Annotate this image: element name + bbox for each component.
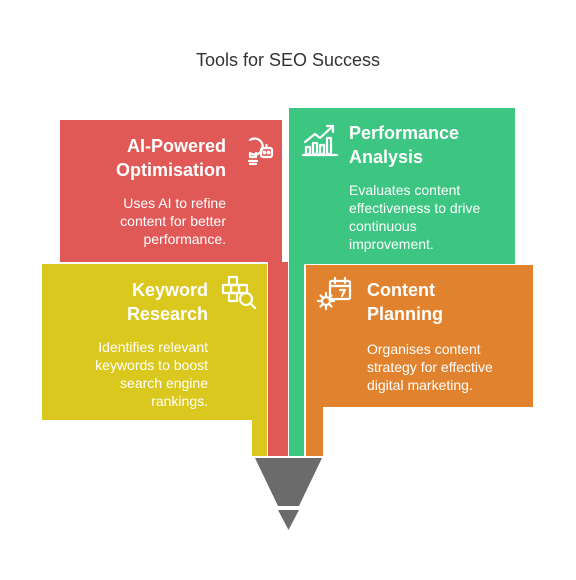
content-panel-shape bbox=[306, 265, 533, 456]
content-heading-line1: Content bbox=[367, 280, 435, 300]
performance-analysis-card: Performance Analysis Evaluates content e… bbox=[289, 108, 515, 264]
keyword-heading-line1: Keyword bbox=[131, 280, 208, 300]
keyword-research-card: Keyword Research Identifies relevant key… bbox=[42, 264, 267, 420]
keyword-description: Identifies relevant keywords to boost se… bbox=[42, 338, 208, 410]
keyword-heading-line2: Research bbox=[126, 304, 208, 324]
keyword-desc-line1: Identifies relevant bbox=[98, 339, 208, 355]
content-desc-line1: Organises content bbox=[367, 341, 481, 357]
ai-desc-line2: content for better bbox=[120, 213, 226, 229]
performance-desc-line3: continuous bbox=[349, 218, 417, 234]
performance-heading-line2: Analysis bbox=[349, 147, 424, 167]
bar-chart-growth-icon bbox=[301, 120, 339, 158]
ai-heading: AI-Powered Optimisation bbox=[60, 134, 226, 182]
ai-optimisation-card: AI-Powered Optimisation Uses AI to refin… bbox=[60, 120, 282, 262]
ai-heading-line1: AI-Powered bbox=[126, 136, 226, 156]
performance-desc-line2: effectiveness to drive bbox=[349, 200, 481, 216]
content-desc-line3: digital marketing. bbox=[367, 377, 473, 393]
performance-heading-line1: Performance bbox=[349, 123, 460, 143]
content-description: Organises content strategy for effective… bbox=[367, 340, 529, 394]
content-planning-card: Content Planning Organises content strat… bbox=[306, 265, 533, 407]
performance-heading: Performance Analysis bbox=[349, 121, 509, 169]
ai-desc-line3: performance. bbox=[143, 231, 226, 247]
content-heading: Content Planning bbox=[367, 278, 527, 326]
ai-desc-line1: Uses AI to refine bbox=[123, 195, 226, 211]
keyword-heading: Keyword Research bbox=[42, 278, 208, 326]
ai-description: Uses AI to refine content for better per… bbox=[60, 194, 226, 248]
robot-lightbulb-icon bbox=[238, 132, 276, 170]
performance-desc-line4: improvement. bbox=[349, 236, 434, 252]
keyword-desc-line3: search engine bbox=[120, 375, 208, 391]
content-heading-line2: Planning bbox=[367, 304, 443, 324]
diagram-title: Tools for SEO Success bbox=[195, 50, 381, 70]
performance-desc-line1: Evaluates content bbox=[349, 182, 461, 198]
calendar-gear-icon bbox=[316, 275, 354, 313]
keyword-desc-line2: keywords to boost bbox=[95, 357, 208, 373]
ai-panel-shape bbox=[60, 120, 288, 456]
pencil-tip bbox=[255, 458, 322, 530]
performance-description: Evaluates content effectiveness to drive… bbox=[349, 181, 509, 253]
ai-heading-line2: Optimisation bbox=[115, 160, 226, 180]
content-desc-line2: strategy for effective bbox=[367, 359, 493, 375]
keyword-panel-shape bbox=[42, 264, 267, 456]
performance-panel-shape bbox=[289, 108, 515, 456]
keyword-desc-line4: rankings. bbox=[151, 393, 208, 409]
grid-search-icon bbox=[220, 274, 258, 312]
